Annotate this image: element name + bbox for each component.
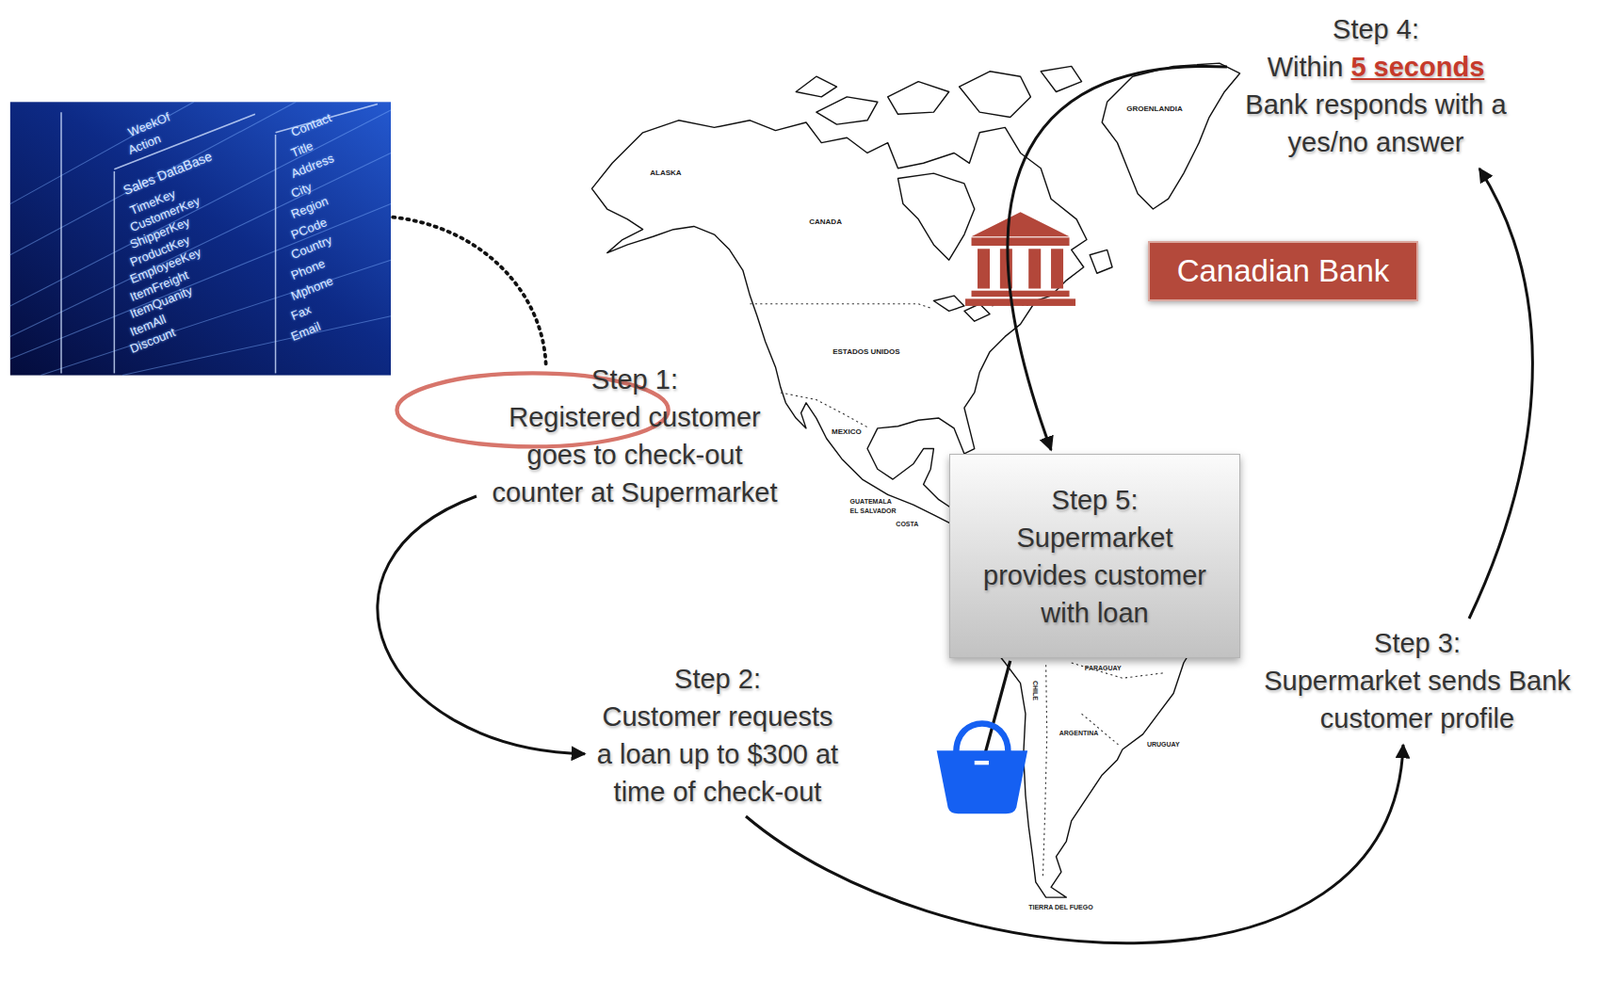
map-label: GUATEMALA bbox=[850, 498, 892, 505]
streak bbox=[40, 259, 391, 375]
step-text-block: Step 4:Within5 secondsBank responds with… bbox=[1230, 8, 1521, 163]
border-line bbox=[1071, 662, 1164, 679]
frame-line bbox=[113, 171, 116, 373]
text-line: Canadian Bank bbox=[1177, 252, 1390, 291]
bank-icon bbox=[965, 211, 1076, 307]
text-line: Registered customer goes to check-out co… bbox=[484, 398, 786, 512]
border-line bbox=[1042, 664, 1047, 877]
text-line: Step 4: bbox=[1234, 10, 1518, 49]
bank-step bbox=[965, 298, 1076, 307]
basket-icon bbox=[937, 723, 1028, 814]
step-text: Bank responds with a yes/no answer bbox=[1244, 89, 1506, 158]
basket-handle bbox=[955, 723, 1008, 753]
streak bbox=[10, 110, 391, 307]
step-heading: Step 4: bbox=[1332, 14, 1420, 45]
database-field: City bbox=[289, 180, 314, 200]
bank-box: Canadian Bank bbox=[1147, 241, 1419, 302]
map-label: GROENLANDIA bbox=[1126, 105, 1183, 114]
flow-arrow bbox=[745, 744, 1404, 944]
border-line bbox=[749, 304, 931, 308]
bank-column bbox=[1050, 248, 1064, 289]
text-line: Supermarket provides customer with loan bbox=[963, 518, 1227, 632]
bank-beam bbox=[971, 237, 1070, 246]
step-heading: Step 2: bbox=[674, 663, 761, 695]
database-field: WeekOf bbox=[126, 111, 172, 140]
text-line: Within5 seconds bbox=[1234, 48, 1518, 86]
arctic-island bbox=[888, 81, 950, 115]
text-line: Step 3: bbox=[1252, 624, 1583, 663]
text-line: Bank responds with a yes/no answer bbox=[1234, 85, 1518, 162]
step-text: Registered customer goes to check-out co… bbox=[491, 402, 777, 508]
arctic-island bbox=[795, 76, 837, 97]
step-text-block: Step 3: Supermarket sends Bank customer p… bbox=[1248, 622, 1586, 740]
step-heading: Step 1: bbox=[591, 364, 679, 395]
map-label: ESTADOS UNIDOS bbox=[832, 348, 900, 356]
map-label: MEXICO bbox=[831, 428, 862, 437]
step-text: Within bbox=[1267, 51, 1344, 82]
streak bbox=[10, 204, 391, 360]
database-field: Fax bbox=[289, 303, 313, 323]
streak bbox=[10, 152, 391, 337]
map-label: URUGUAY bbox=[1147, 741, 1180, 748]
map-label: EL SALVADOR bbox=[850, 507, 897, 515]
database-field: Email bbox=[289, 320, 323, 343]
step-text-block: Step 1: Registered customer goes to check… bbox=[480, 358, 790, 514]
map-label: PARAGUAY bbox=[1084, 664, 1122, 672]
step-heading: Step 3: bbox=[1373, 628, 1461, 659]
basket-body bbox=[937, 750, 1028, 814]
dotted-link bbox=[392, 217, 547, 366]
text-line: Step 2: bbox=[594, 660, 841, 698]
step-text: Customer requests a loan up to $300 at t… bbox=[597, 701, 839, 808]
frame-line bbox=[60, 112, 63, 373]
flow-arrow bbox=[377, 496, 585, 755]
map-label: COSTA bbox=[895, 520, 919, 528]
step-text: Supermarket provides customer with loan bbox=[983, 522, 1207, 629]
database-field: Contact bbox=[289, 111, 333, 139]
map-label: CHILE bbox=[1032, 680, 1039, 701]
process-box: Step 5: Supermarket provides customer wit… bbox=[949, 453, 1241, 659]
continent-outline bbox=[591, 120, 1204, 898]
greenland bbox=[1101, 63, 1240, 210]
map-label: CANADA bbox=[808, 218, 842, 227]
map-label: ALASKA bbox=[649, 169, 681, 178]
database-field: Title bbox=[289, 139, 315, 160]
basket-slot bbox=[974, 760, 989, 765]
arctic-island bbox=[816, 96, 878, 125]
table-frames bbox=[61, 103, 378, 373]
frame-line bbox=[274, 134, 277, 373]
text-line: Supermarket sends Bank customer profile bbox=[1252, 662, 1583, 738]
great-lake bbox=[964, 304, 990, 322]
newfoundland bbox=[1089, 249, 1113, 274]
arctic-island bbox=[1040, 65, 1082, 92]
great-lake bbox=[933, 295, 965, 311]
database-picture bbox=[10, 101, 391, 375]
bank-column bbox=[977, 248, 990, 289]
emphasis-text: 5 seconds bbox=[1350, 51, 1485, 82]
flow-arrow bbox=[1469, 168, 1533, 619]
map-label: ARGENTINA bbox=[1059, 729, 1099, 737]
hudson-bay bbox=[898, 173, 975, 260]
map-label: TIERRA DEL FUEGO bbox=[1028, 904, 1093, 911]
bank-column bbox=[1028, 248, 1041, 289]
arctic-island bbox=[959, 71, 1032, 118]
bank-step bbox=[971, 290, 1070, 297]
text-line: Step 5: bbox=[1051, 481, 1139, 519]
text-line: Customer requests a loan up to $300 at t… bbox=[594, 697, 841, 811]
text-line: Step 1: bbox=[484, 360, 786, 399]
step-heading: Step 5: bbox=[1051, 484, 1139, 516]
step-text-block: Step 2: Customer requests a loan up to $3… bbox=[590, 658, 845, 813]
bank-roof bbox=[971, 211, 1070, 237]
light-streaks bbox=[10, 101, 391, 375]
bank-label: Canadian Bank bbox=[1177, 253, 1390, 289]
step-text: Supermarket sends Bank customer profile bbox=[1263, 665, 1571, 734]
streak bbox=[10, 101, 296, 255]
border-line bbox=[780, 392, 870, 429]
